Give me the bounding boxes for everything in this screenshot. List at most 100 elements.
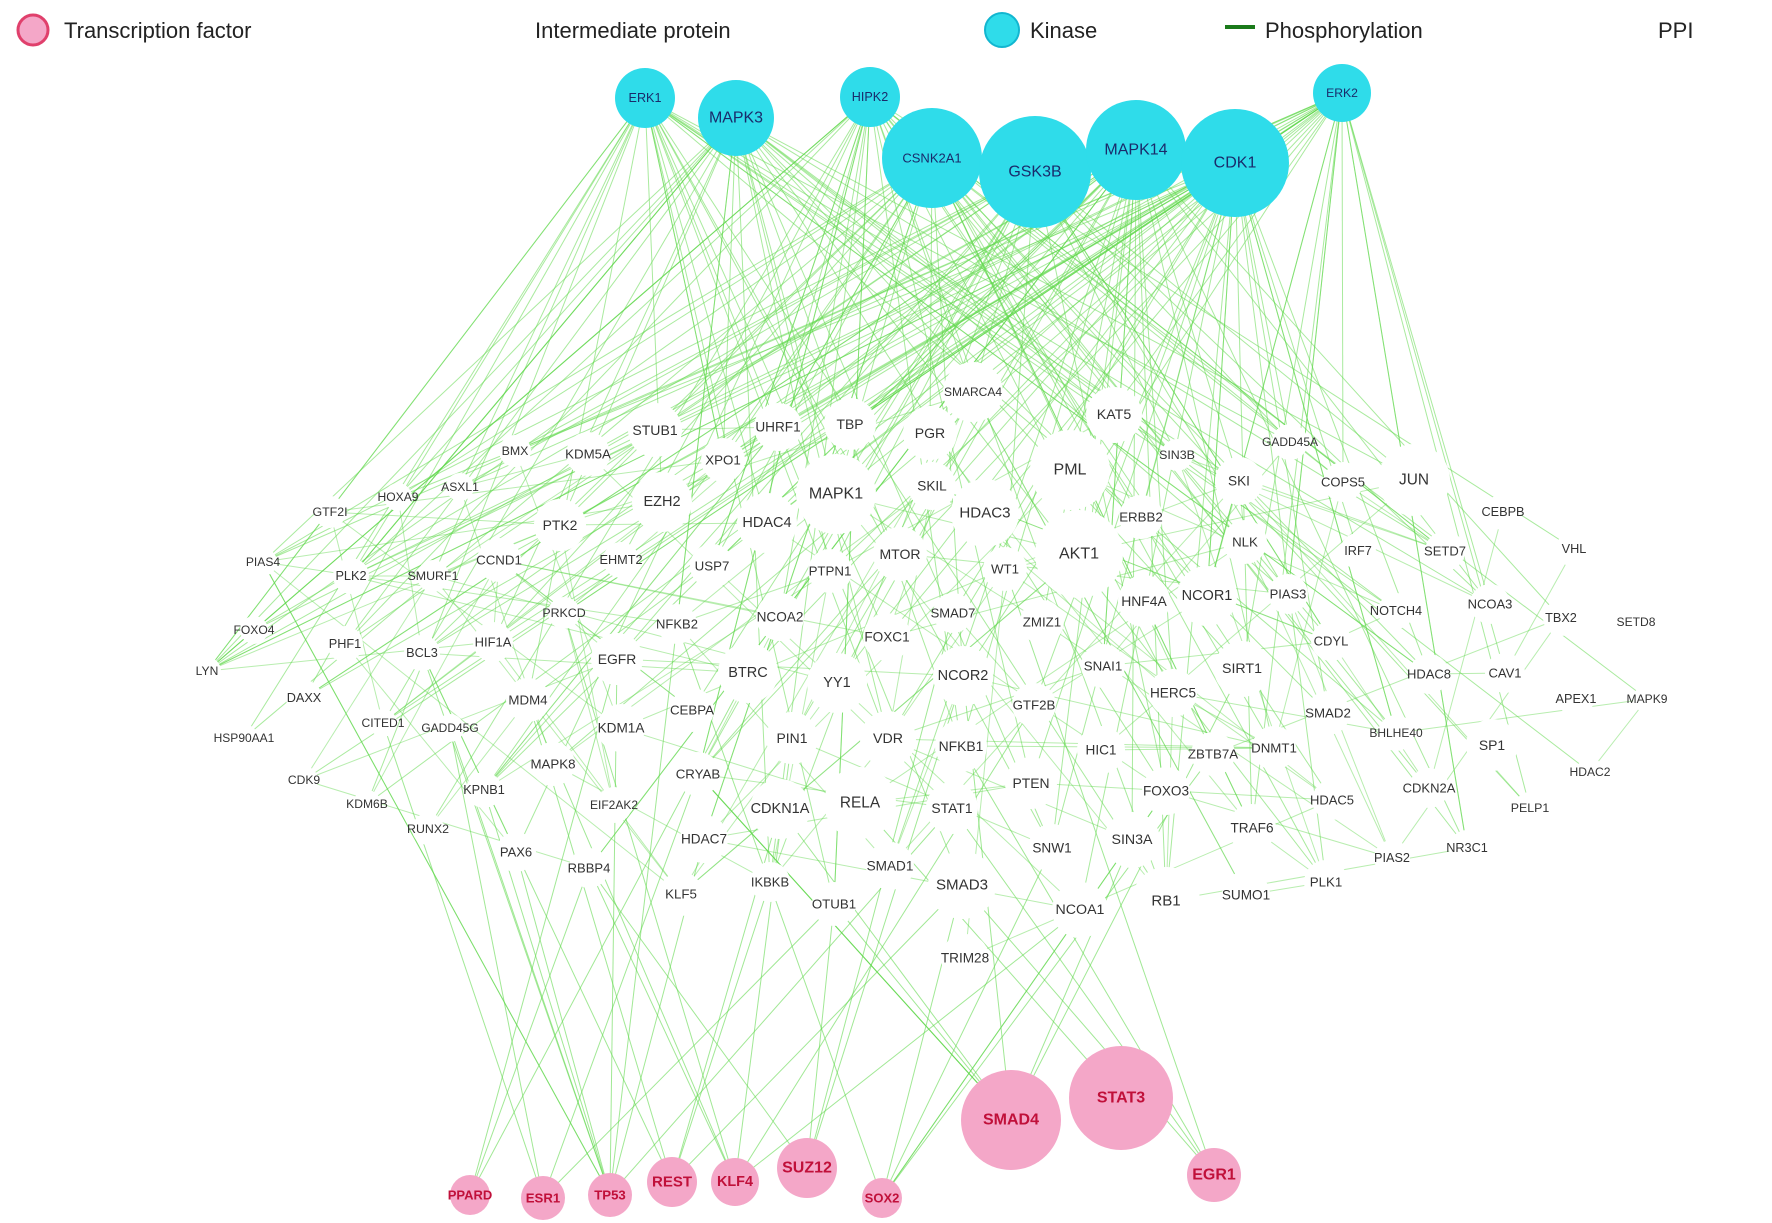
inter-node-runx2[interactable]: RUNX2: [407, 813, 449, 845]
inter-node-foxc1[interactable]: FOXC1: [863, 613, 911, 661]
tf-node-stat3[interactable]: STAT3: [1069, 1046, 1173, 1150]
inter-node-sumo1[interactable]: SUMO1: [1222, 871, 1270, 919]
inter-node-setd8[interactable]: SETD8: [1617, 608, 1656, 636]
inter-node-gadd45g[interactable]: GADD45G: [421, 714, 479, 742]
inter-node-herc5[interactable]: HERC5: [1149, 669, 1197, 717]
inter-node-pias2[interactable]: PIAS2: [1374, 840, 1410, 876]
inter-node-ncoa2[interactable]: NCOA2: [756, 593, 804, 641]
inter-node-tbx2[interactable]: TBX2: [1543, 600, 1579, 636]
inter-node-otub1[interactable]: OTUB1: [812, 882, 856, 926]
kinase-node-gsk3b[interactable]: GSK3B: [979, 116, 1091, 228]
inter-node-jun[interactable]: JUN: [1378, 444, 1450, 516]
inter-node-xpo1[interactable]: XPO1: [701, 438, 745, 482]
inter-node-lyn[interactable]: LYN: [193, 657, 221, 685]
tf-node-smad4[interactable]: SMAD4: [961, 1070, 1061, 1170]
inter-node-hdac4[interactable]: HDAC4: [737, 493, 797, 553]
inter-node-gtf2b[interactable]: GTF2B: [1012, 683, 1056, 727]
inter-node-tbp[interactable]: TBP: [824, 398, 876, 450]
inter-node-cebpa[interactable]: CEBPA: [670, 688, 714, 732]
inter-node-sp1[interactable]: SP1: [1466, 719, 1518, 771]
inter-node-smad1[interactable]: SMAD1: [866, 842, 914, 890]
kinase-node-erk2[interactable]: ERK2: [1313, 64, 1371, 122]
inter-node-foxo3[interactable]: FOXO3: [1142, 767, 1190, 815]
inter-node-ehmt2[interactable]: EHMT2: [600, 542, 643, 578]
inter-node-hnf4a[interactable]: HNF4A: [1118, 575, 1170, 627]
inter-node-plk1[interactable]: PLK1: [1304, 860, 1348, 904]
inter-node-hdac2[interactable]: HDAC2: [1570, 758, 1611, 786]
inter-node-klf5[interactable]: KLF5: [659, 872, 703, 916]
inter-node-plk2[interactable]: PLK2: [333, 558, 369, 594]
inter-node-smad7[interactable]: SMAD7: [931, 593, 976, 633]
inter-node-daxx[interactable]: DAXX: [286, 680, 322, 716]
inter-node-cops5[interactable]: COPS5: [1321, 462, 1365, 502]
inter-node-ncoa3[interactable]: NCOA3: [1468, 584, 1513, 624]
inter-node-smurf1[interactable]: SMURF1: [408, 560, 459, 592]
inter-node-nr3c1[interactable]: NR3C1: [1446, 830, 1488, 866]
inter-node-asxl1[interactable]: ASXL1: [441, 473, 479, 501]
inter-node-trim28[interactable]: TRIM28: [941, 934, 989, 982]
inter-node-smad2[interactable]: SMAD2: [1305, 691, 1351, 735]
inter-node-ncoa1[interactable]: NCOA1: [1052, 882, 1108, 938]
inter-node-kpnb1[interactable]: KPNB1: [463, 772, 505, 808]
inter-node-snai1[interactable]: SNAI1: [1081, 644, 1125, 688]
inter-node-mtor[interactable]: MTOR: [873, 527, 927, 581]
inter-node-kdm1a[interactable]: KDM1A: [597, 704, 645, 752]
inter-node-egfr[interactable]: EGFR: [591, 633, 643, 685]
inter-node-hdac7[interactable]: HDAC7: [680, 815, 728, 863]
inter-node-foxo4[interactable]: FOXO4: [234, 616, 275, 644]
inter-node-akt1[interactable]: AKT1: [1035, 510, 1123, 598]
inter-node-rbbp4[interactable]: RBBP4: [568, 848, 611, 888]
inter-node-phf1[interactable]: PHF1: [327, 626, 363, 662]
inter-node-usp7[interactable]: USP7: [690, 544, 734, 588]
inter-node-bcl3[interactable]: BCL3: [404, 635, 440, 671]
inter-node-zbtb7a[interactable]: ZBTB7A: [1188, 732, 1238, 776]
tf-node-tp53[interactable]: TP53: [588, 1173, 632, 1217]
tf-node-egr1[interactable]: EGR1: [1187, 1148, 1241, 1202]
tf-node-rest[interactable]: REST: [647, 1157, 697, 1207]
kinase-node-mapk3[interactable]: MAPK3: [698, 80, 774, 156]
inter-node-sin3a[interactable]: SIN3A: [1104, 812, 1160, 868]
inter-node-yy1[interactable]: YY1: [807, 653, 867, 713]
inter-node-kdm5a[interactable]: KDM5A: [565, 432, 611, 476]
inter-node-notch4[interactable]: NOTCH4: [1370, 593, 1422, 629]
inter-node-apex1[interactable]: APEX1: [1556, 681, 1597, 717]
inter-node-hic1[interactable]: HIC1: [1077, 726, 1125, 774]
inter-node-erbb2[interactable]: ERBB2: [1119, 495, 1163, 539]
inter-node-mapk1[interactable]: MAPK1: [796, 454, 876, 534]
inter-node-smarca4[interactable]: SMARCA4: [943, 362, 1003, 422]
inter-node-rb1[interactable]: RB1: [1132, 867, 1200, 935]
inter-node-rela[interactable]: RELA: [824, 767, 896, 839]
inter-node-nfkb1[interactable]: NFKB1: [935, 720, 987, 772]
inter-node-eif2ak2[interactable]: EIF2AK2: [590, 787, 638, 823]
inter-node-pias3[interactable]: PIAS3: [1268, 574, 1308, 614]
inter-node-bmx[interactable]: BMX: [499, 435, 531, 467]
inter-node-hoxa9[interactable]: HOXA9: [378, 483, 419, 511]
inter-node-cdkn2a[interactable]: CDKN2A: [1403, 768, 1456, 808]
inter-node-mdm4[interactable]: MDM4: [506, 678, 550, 722]
inter-node-sin3b[interactable]: SIN3B: [1159, 439, 1195, 471]
kinase-node-cdk1[interactable]: CDK1: [1181, 109, 1289, 217]
kinase-node-hipk2[interactable]: HIPK2: [840, 67, 900, 127]
inter-node-mapk9[interactable]: MAPK9: [1627, 685, 1668, 713]
inter-node-cdkn1a[interactable]: CDKN1A: [750, 779, 810, 839]
inter-node-cited1[interactable]: CITED1: [361, 709, 405, 737]
inter-node-hdac3[interactable]: HDAC3: [951, 479, 1019, 547]
inter-node-pgr[interactable]: PGR: [903, 406, 957, 460]
inter-node-ezh2[interactable]: EZH2: [632, 472, 692, 532]
inter-node-ncor2[interactable]: NCOR2: [933, 646, 993, 706]
inter-node-hif1a[interactable]: HIF1A: [473, 622, 513, 662]
inter-node-vdr[interactable]: VDR: [860, 711, 916, 767]
inter-node-zmiz1[interactable]: ZMIZ1: [1020, 600, 1064, 644]
inter-node-bhlhe40[interactable]: BHLHE40: [1369, 715, 1423, 751]
inter-node-kdm6b[interactable]: KDM6B: [346, 790, 388, 818]
inter-node-pin1[interactable]: PIN1: [766, 712, 818, 764]
kinase-node-csnk2a1[interactable]: CSNK2A1: [882, 108, 982, 208]
tf-node-suz12[interactable]: SUZ12: [777, 1138, 837, 1198]
inter-node-mapk8[interactable]: MAPK8: [530, 742, 576, 786]
inter-node-ptk2[interactable]: PTK2: [534, 499, 586, 551]
inter-node-nlk[interactable]: NLK: [1223, 520, 1267, 564]
inter-node-vhl[interactable]: VHL: [1556, 531, 1592, 567]
inter-node-pml[interactable]: PML: [1030, 430, 1110, 510]
inter-node-pax6[interactable]: PAX6: [496, 832, 536, 872]
tf-node-sox2[interactable]: SOX2: [862, 1178, 902, 1218]
